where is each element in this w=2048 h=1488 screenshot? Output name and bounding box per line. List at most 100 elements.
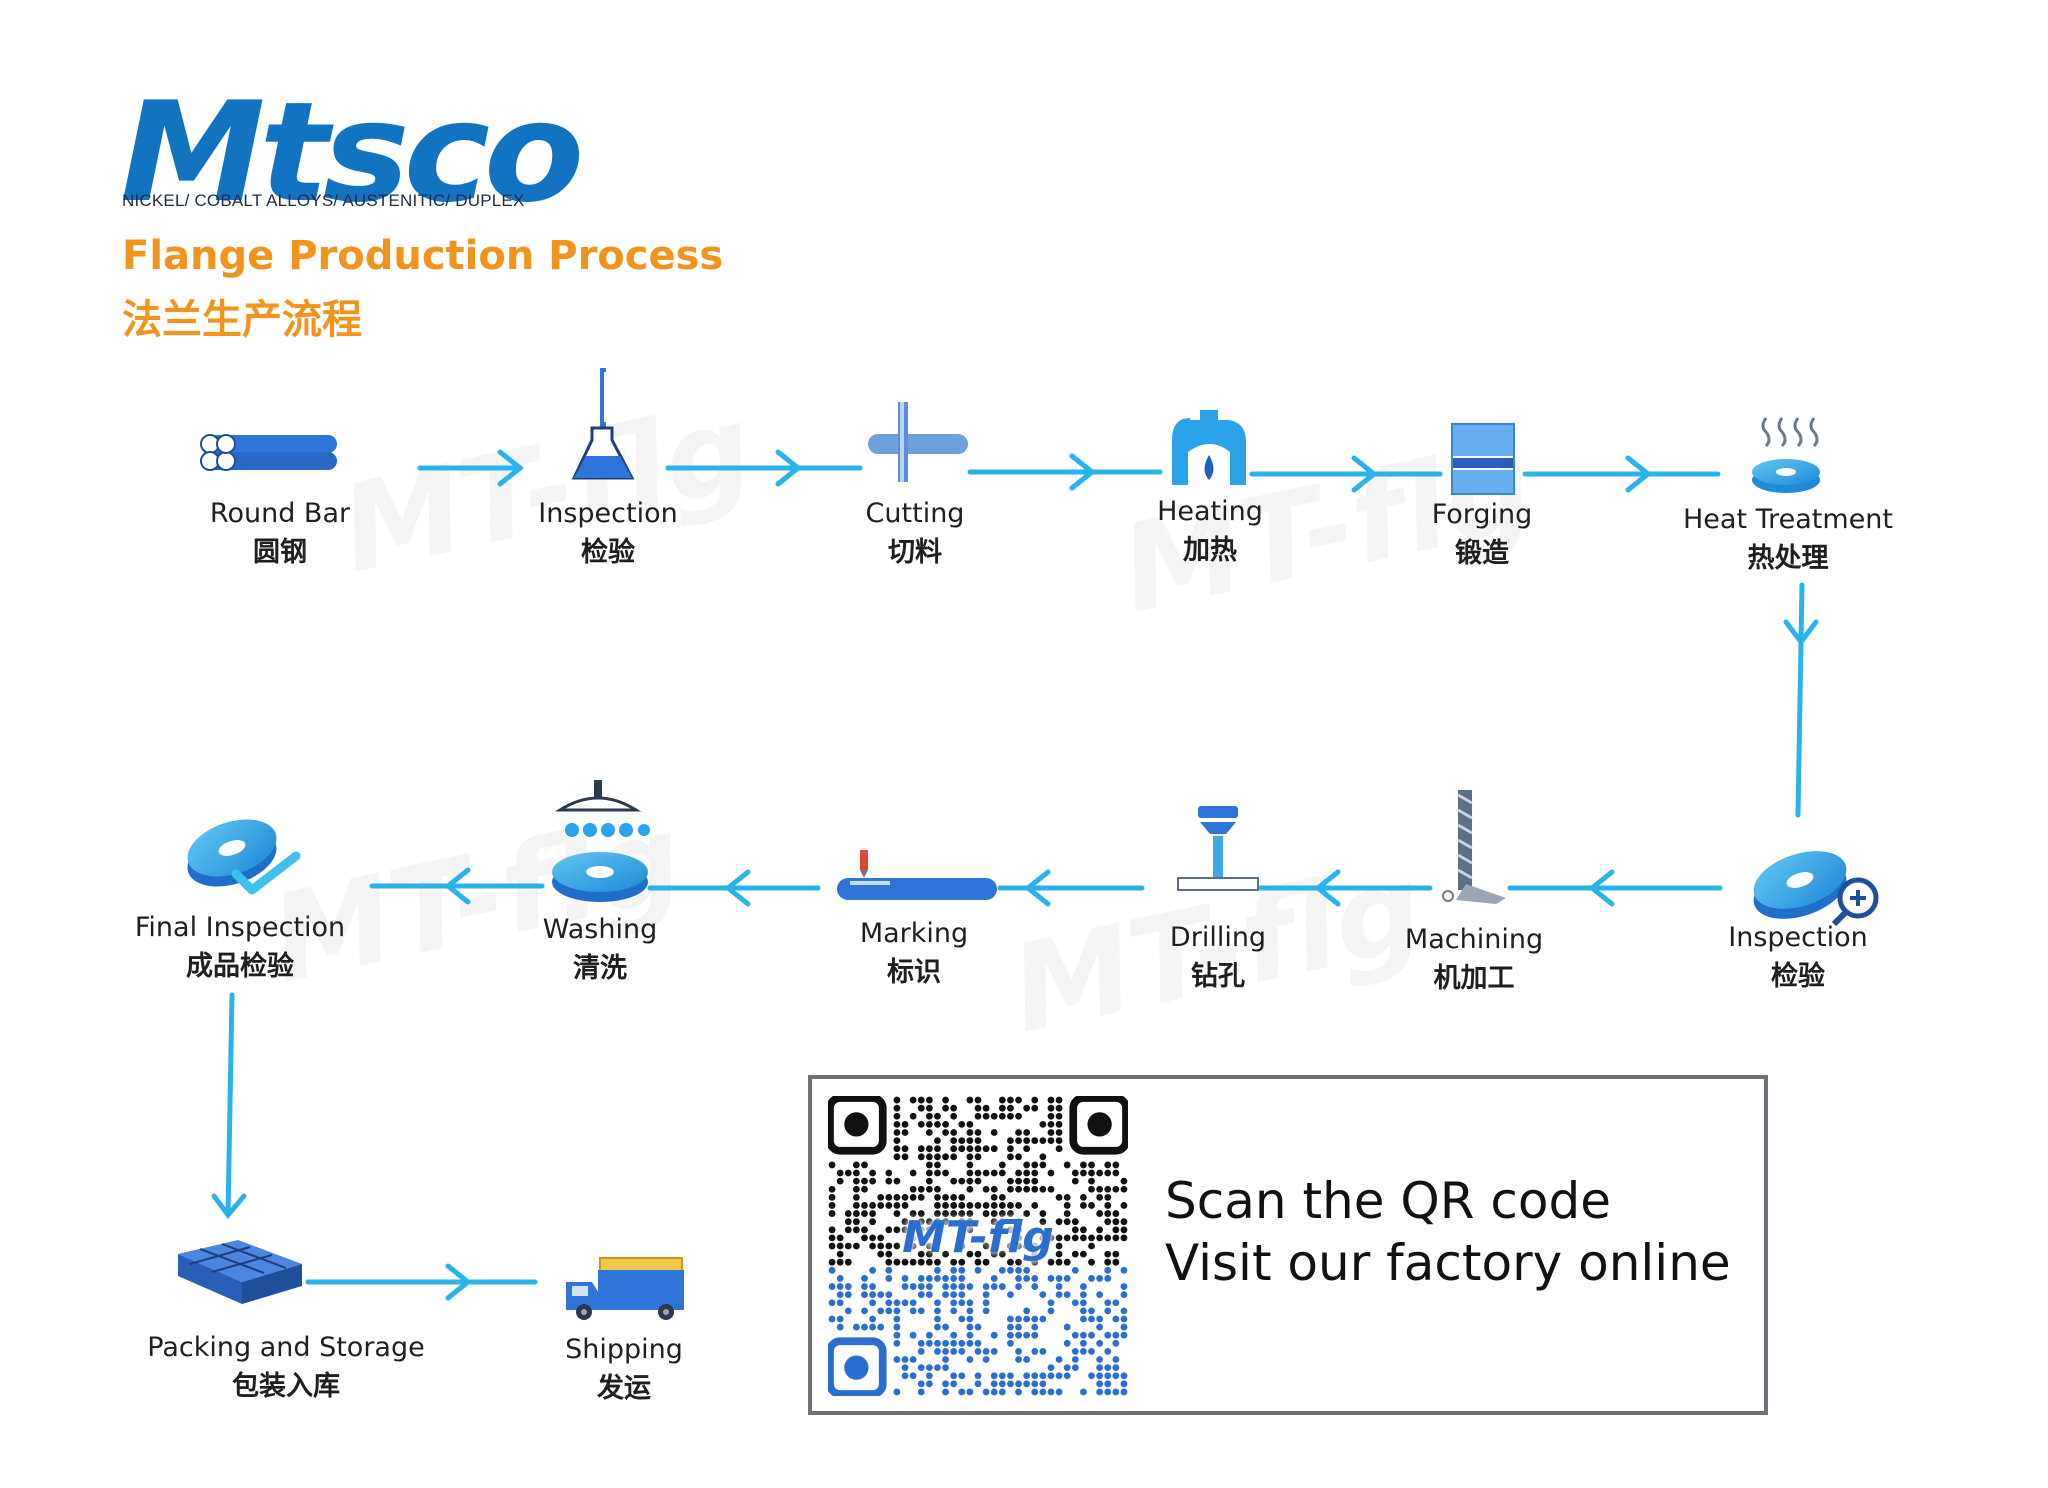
qr-module bbox=[917, 1250, 925, 1258]
qr-module bbox=[852, 1242, 860, 1250]
heat-treatment-icon bbox=[1752, 417, 1820, 493]
qr-module bbox=[1071, 1169, 1079, 1177]
qr-module bbox=[1088, 1258, 1095, 1266]
qr-module bbox=[990, 1283, 998, 1290]
qr-module bbox=[1055, 1283, 1063, 1290]
qr-module bbox=[1015, 1112, 1022, 1120]
qr-module bbox=[917, 1275, 925, 1282]
qr-module bbox=[917, 1339, 925, 1347]
qr-module bbox=[1104, 1372, 1112, 1380]
qr-module bbox=[1007, 1210, 1014, 1217]
qr-module bbox=[1063, 1210, 1071, 1217]
qr-module bbox=[934, 1153, 941, 1161]
qr-module bbox=[958, 1193, 966, 1201]
qr-module bbox=[1031, 1169, 1039, 1177]
qr-module bbox=[893, 1331, 901, 1339]
qr-module bbox=[974, 1380, 982, 1388]
qr-module bbox=[1080, 1193, 1087, 1201]
qr-module bbox=[998, 1210, 1006, 1217]
qr-module bbox=[925, 1169, 933, 1177]
qr-module bbox=[966, 1169, 974, 1177]
qr-module bbox=[828, 1242, 836, 1250]
qr-module bbox=[998, 1283, 1006, 1290]
qr-module bbox=[974, 1202, 982, 1209]
qr-module bbox=[1112, 1315, 1120, 1323]
qr-module bbox=[934, 1169, 941, 1177]
qr-module bbox=[1120, 1380, 1128, 1388]
qr-module bbox=[958, 1137, 966, 1144]
qr-module bbox=[844, 1283, 852, 1290]
qr-module bbox=[1031, 1283, 1039, 1290]
packed-boxes-icon bbox=[178, 1240, 302, 1304]
qr-module bbox=[852, 1185, 860, 1193]
qr-module bbox=[1031, 1104, 1039, 1112]
qr-module bbox=[990, 1275, 998, 1282]
qr-module bbox=[934, 1315, 941, 1323]
qr-module bbox=[877, 1234, 885, 1242]
qr-module bbox=[966, 1153, 974, 1161]
qr-module bbox=[958, 1266, 966, 1274]
qr-module bbox=[1080, 1202, 1087, 1209]
qr-module bbox=[998, 1096, 1006, 1104]
qr-code[interactable] bbox=[828, 1096, 1128, 1396]
qr-module bbox=[950, 1112, 958, 1120]
qr-module bbox=[1055, 1234, 1063, 1242]
qr-module bbox=[1112, 1299, 1120, 1307]
qr-module bbox=[934, 1364, 941, 1372]
qr-module bbox=[1023, 1307, 1031, 1315]
qr-module bbox=[950, 1153, 958, 1161]
qr-module bbox=[942, 1104, 949, 1112]
qr-module bbox=[901, 1275, 909, 1282]
qr-module bbox=[966, 1283, 974, 1290]
forging-press-icon bbox=[1451, 423, 1515, 495]
qr-module bbox=[1104, 1185, 1112, 1193]
qr-module bbox=[893, 1120, 901, 1128]
qr-module bbox=[982, 1210, 990, 1217]
qr-module bbox=[1104, 1364, 1112, 1372]
qr-module bbox=[1104, 1218, 1112, 1226]
qr-module bbox=[942, 1275, 949, 1282]
qr-module bbox=[1112, 1250, 1120, 1258]
qr-module bbox=[885, 1193, 893, 1201]
qr-module bbox=[982, 1242, 990, 1250]
qr-module bbox=[1055, 1388, 1063, 1396]
qr-module bbox=[950, 1307, 958, 1315]
qr-module bbox=[852, 1193, 860, 1201]
qr-module bbox=[893, 1388, 901, 1396]
brand-logo: Mtsco bbox=[120, 72, 584, 233]
qr-module bbox=[1023, 1356, 1031, 1363]
qr-module bbox=[1039, 1388, 1047, 1396]
qr-module bbox=[1039, 1161, 1047, 1169]
qr-module bbox=[958, 1120, 966, 1128]
qr-module bbox=[1088, 1161, 1095, 1169]
qr-module bbox=[950, 1266, 958, 1274]
qr-module bbox=[1104, 1299, 1112, 1307]
qr-module bbox=[1031, 1161, 1039, 1169]
qr-module bbox=[1104, 1250, 1112, 1258]
qr-module bbox=[958, 1275, 966, 1282]
qr-module bbox=[974, 1339, 982, 1347]
qr-module bbox=[1007, 1145, 1014, 1153]
qr-module bbox=[1120, 1202, 1128, 1209]
qr-module bbox=[1071, 1218, 1079, 1226]
qr-module bbox=[958, 1339, 966, 1347]
qr-module bbox=[917, 1096, 925, 1104]
qr-module bbox=[909, 1169, 917, 1177]
qr-module bbox=[966, 1226, 974, 1234]
qr-module bbox=[1039, 1348, 1047, 1355]
qr-module bbox=[990, 1388, 998, 1396]
qr-module bbox=[1096, 1388, 1104, 1396]
qr-module bbox=[1120, 1283, 1128, 1290]
qr-module bbox=[925, 1096, 933, 1104]
qr-module bbox=[925, 1291, 933, 1299]
flow-arrow bbox=[997, 869, 1145, 907]
qr-module bbox=[1088, 1331, 1095, 1339]
qr-module bbox=[893, 1145, 901, 1153]
qr-module bbox=[1015, 1137, 1022, 1144]
qr-module bbox=[844, 1242, 852, 1250]
qr-module bbox=[950, 1339, 958, 1347]
marking-pen-icon bbox=[837, 850, 997, 900]
qr-module bbox=[1080, 1348, 1087, 1355]
qr-module bbox=[1104, 1210, 1112, 1217]
